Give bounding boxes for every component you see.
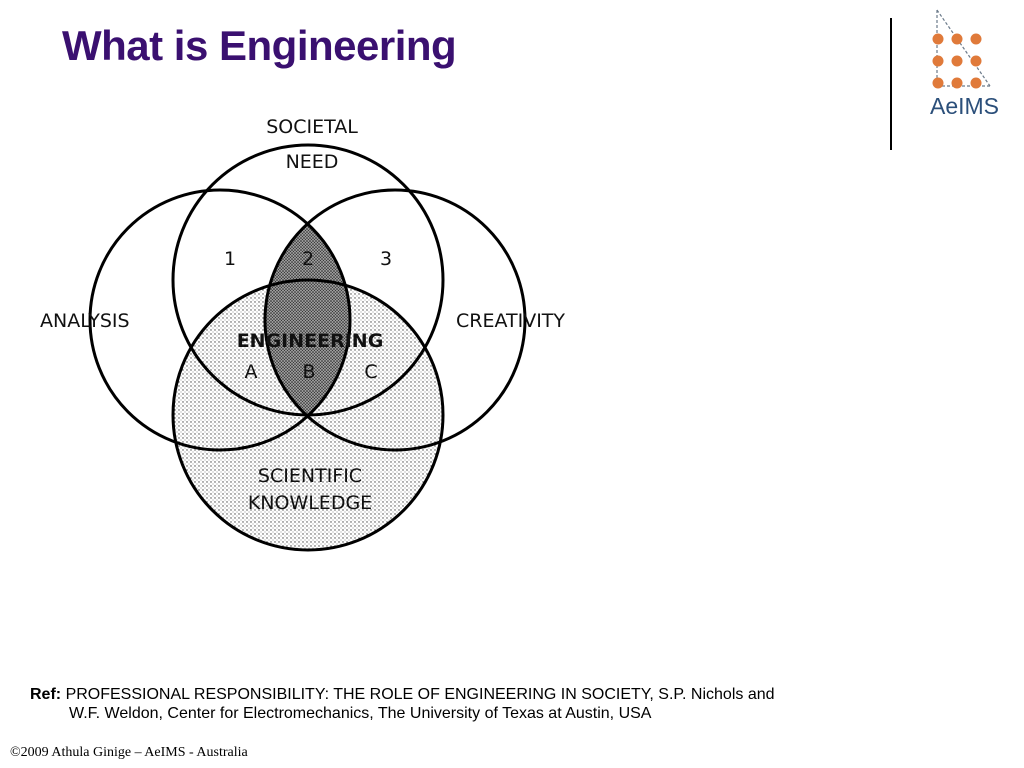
region-3: 3	[380, 248, 392, 270]
header-divider	[890, 18, 892, 150]
subregion-c: C	[364, 361, 377, 383]
subregion-b: B	[302, 361, 315, 383]
label-engineering: ENGINEERING	[237, 330, 384, 352]
label-scientific: SCIENTIFIC	[258, 465, 362, 487]
reference-text-line2: W.F. Weldon, Center for Electromechanics…	[69, 705, 652, 722]
reference-label: Ref:	[30, 686, 62, 703]
label-need: NEED	[286, 151, 339, 173]
subregion-a: A	[245, 361, 258, 383]
region-1: 1	[224, 248, 236, 270]
label-knowledge: KNOWLEDGE	[248, 492, 372, 514]
label-societal: SOCIETAL	[266, 116, 358, 138]
aeims-logo-icon	[932, 9, 991, 89]
copyright-footer: ©2009 Athula Ginige – AeIMS - Australia	[10, 745, 248, 760]
region-2: 2	[302, 248, 314, 270]
label-analysis: ANALYSIS	[40, 310, 130, 332]
engineering-venn-diagram: SOCIETAL NEED ANALYSIS CREATIVITY SCIENT…	[40, 116, 565, 552]
reference-note: Ref: PROFESSIONAL RESPONSIBILITY: THE RO…	[30, 685, 910, 723]
slide-title: What is Engineering	[62, 22, 457, 69]
core-shaded-region	[265, 190, 350, 415]
circle-creativity	[263, 188, 527, 452]
label-creativity: CREATIVITY	[456, 310, 565, 332]
logo-text: AeIMS	[930, 93, 1000, 119]
circle-analysis	[88, 188, 352, 452]
circle-scientific-knowledge	[171, 278, 445, 552]
reference-text-line1: PROFESSIONAL RESPONSIBILITY: THE ROLE OF…	[65, 686, 775, 703]
